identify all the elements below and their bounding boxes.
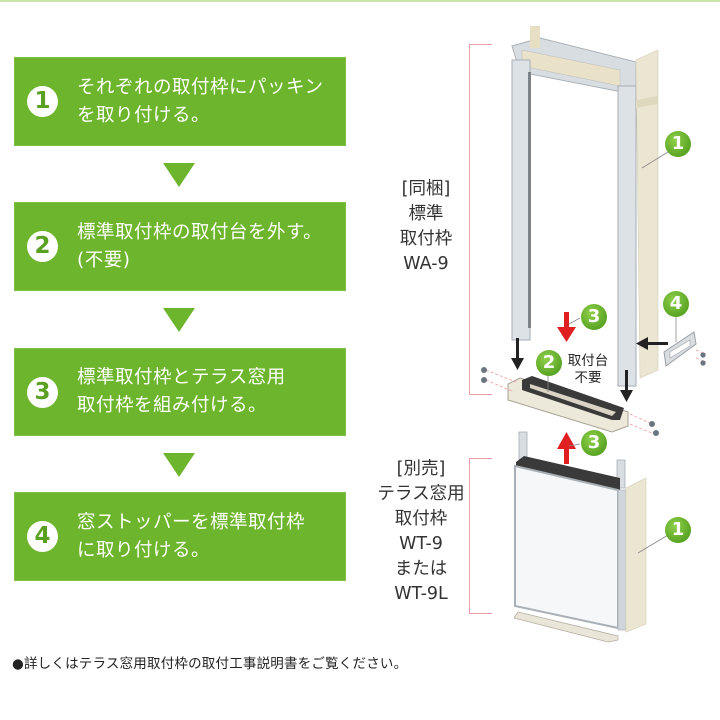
down-triangle-icon (163, 453, 195, 477)
upper-frame-drawing (511, 26, 659, 387)
step-3-box: 3 標準取付枠とテラス窓用 取付枠を組み付ける。 (14, 348, 346, 436)
step-text: 窓ストッパーを標準取付枠 に取り付ける。 (77, 511, 306, 561)
lower-bracket-line (469, 458, 492, 614)
upper-bracket-line (469, 44, 492, 225)
black-arrows (511, 337, 668, 402)
footnote: ●詳しくはテラス窓用取付枠の取付工事説明書をご覧ください。 (12, 656, 408, 672)
step-text: 標準取付枠の取付台を外す。 (不要) (77, 221, 323, 271)
step-number-badge: 1 (27, 86, 58, 117)
step-2-box: 2 標準取付枠の取付台を外す。 (不要) (14, 202, 346, 291)
callout-up-arrow: 3 (581, 430, 607, 456)
step-number-badge: 4 (27, 521, 58, 552)
base-not-needed-label: 取付台 不要 (567, 353, 609, 386)
red-arrows (557, 312, 576, 464)
down-triangle-icon (163, 163, 195, 187)
step-4-box: 4 窓ストッパーを標準取付枠 に取り付ける。 (14, 492, 346, 581)
callout-lower-packing: 1 (665, 517, 691, 543)
base-tray-drawing (481, 367, 659, 436)
window-stopper-drawing (663, 331, 707, 367)
callout-upper-packing: 1 (665, 131, 691, 157)
step-1-box: 1 それぞれの取付枠にパッキン を取り付ける。 (14, 57, 346, 146)
leader-lines (547, 151, 677, 554)
down-triangle-icon (163, 308, 195, 332)
upper-frame-label: [同梱] 標準 取付枠 WA-9 (399, 179, 453, 274)
lower-frame-drawing (513, 431, 647, 643)
callout-base: 2 (536, 350, 562, 376)
step-text: 標準取付枠とテラス窓用 取付枠を組み付ける。 (77, 367, 286, 416)
callout-stopper: 4 (663, 291, 689, 317)
top-divider-line (0, 0, 720, 2)
step-text: それぞれの取付枠にパッキン を取り付ける。 (77, 76, 324, 126)
upper-bracket-line-lower (469, 224, 492, 395)
step-number-badge: 3 (27, 376, 58, 408)
step-number-badge: 2 (27, 231, 58, 262)
lower-frame-label: [別売] テラス窓用 取付枠 WT-9 または WT-9L (377, 459, 465, 604)
callout-down-arrow: 3 (581, 304, 607, 330)
